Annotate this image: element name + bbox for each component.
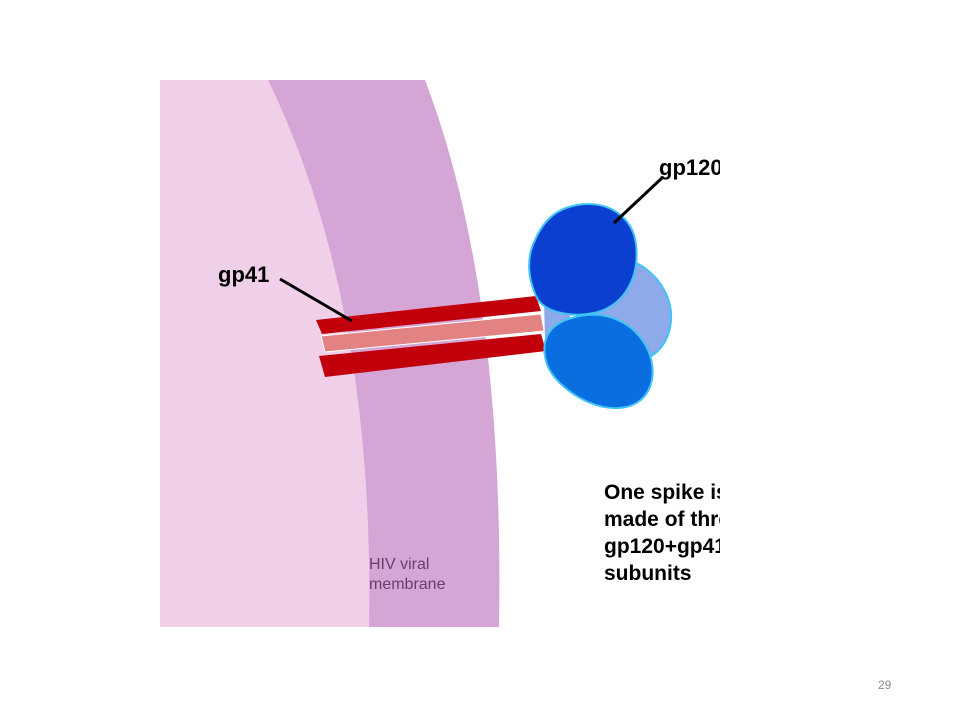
membrane-label-line1: HIV viral: [369, 556, 429, 573]
gp120-label: gp120: [659, 155, 723, 180]
page-number: 29: [878, 678, 892, 692]
gp41-stripe-middle: [320, 313, 545, 353]
membrane-label-line2: membrane: [369, 576, 446, 593]
gp41-stripe-top: [316, 296, 541, 334]
caption-line-3: gp120+gp41: [604, 535, 726, 558]
caption-line-2: made of three: [604, 508, 742, 531]
gp120-leader-line: [612, 175, 665, 225]
gp41-stalk: [316, 296, 546, 377]
caption-line-1: One spike is: [604, 481, 728, 504]
gp120-bottom-subunit: [543, 313, 654, 410]
gp41-label: gp41: [218, 262, 269, 287]
gp41-leader-line: [279, 277, 353, 323]
gp41-stripe-bottom: [319, 334, 546, 377]
gp120-trimer: [528, 203, 673, 410]
caption-line-4: subunits: [604, 562, 692, 585]
virus-interior: [160, 80, 370, 627]
gp120-top-subunit: [528, 203, 638, 316]
